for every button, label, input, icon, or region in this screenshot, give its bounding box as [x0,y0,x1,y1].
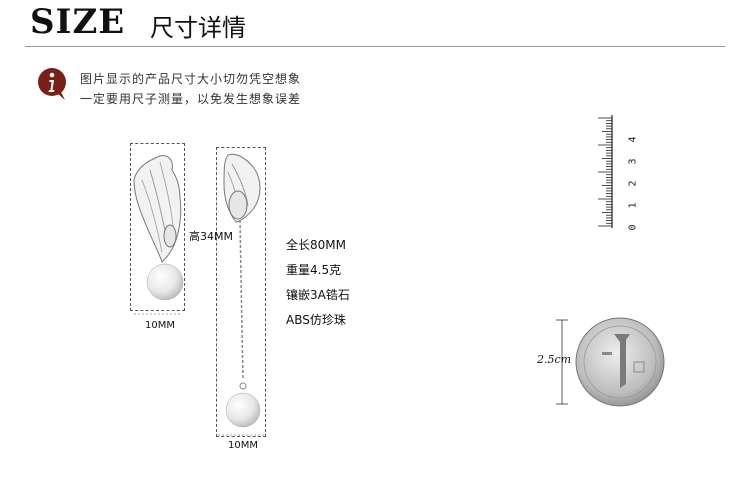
spec-length: 全长80MM [286,238,346,252]
coin [556,317,665,407]
left-earring-frame [130,143,185,311]
ruler-number: 0 [627,224,639,231]
left-width-label: 10MM [145,320,175,331]
ruler-number: 2 [627,180,639,187]
right-width-label: 10MM [228,440,258,451]
right-earring-frame [216,147,266,437]
coin-diameter-label: 2.5cm [537,353,572,366]
page-title: SIZE [30,2,126,42]
height-label: 高34MM [189,230,233,243]
info-icon [38,68,66,100]
ruler-number: 3 [627,158,639,165]
spec-pearl: ABS仿珍珠 [286,313,346,327]
notice-line-1: 图片显示的产品尺寸大小切勿凭空想象 [80,72,302,86]
left-wing-earring [133,155,184,301]
spec-weight: 重量4.5克 [286,263,342,277]
ruler-number: 1 [627,202,639,209]
ruler-number: 4 [627,136,639,143]
right-wing-earring [223,153,261,428]
ruler [598,115,613,228]
spec-inlay: 镶嵌3A锆石 [286,288,350,302]
page-subtitle: 尺寸详情 [150,14,246,42]
title-divider [25,46,725,47]
notice-line-2: 一定要用尺子测量，以免发生想象误差 [80,92,302,106]
